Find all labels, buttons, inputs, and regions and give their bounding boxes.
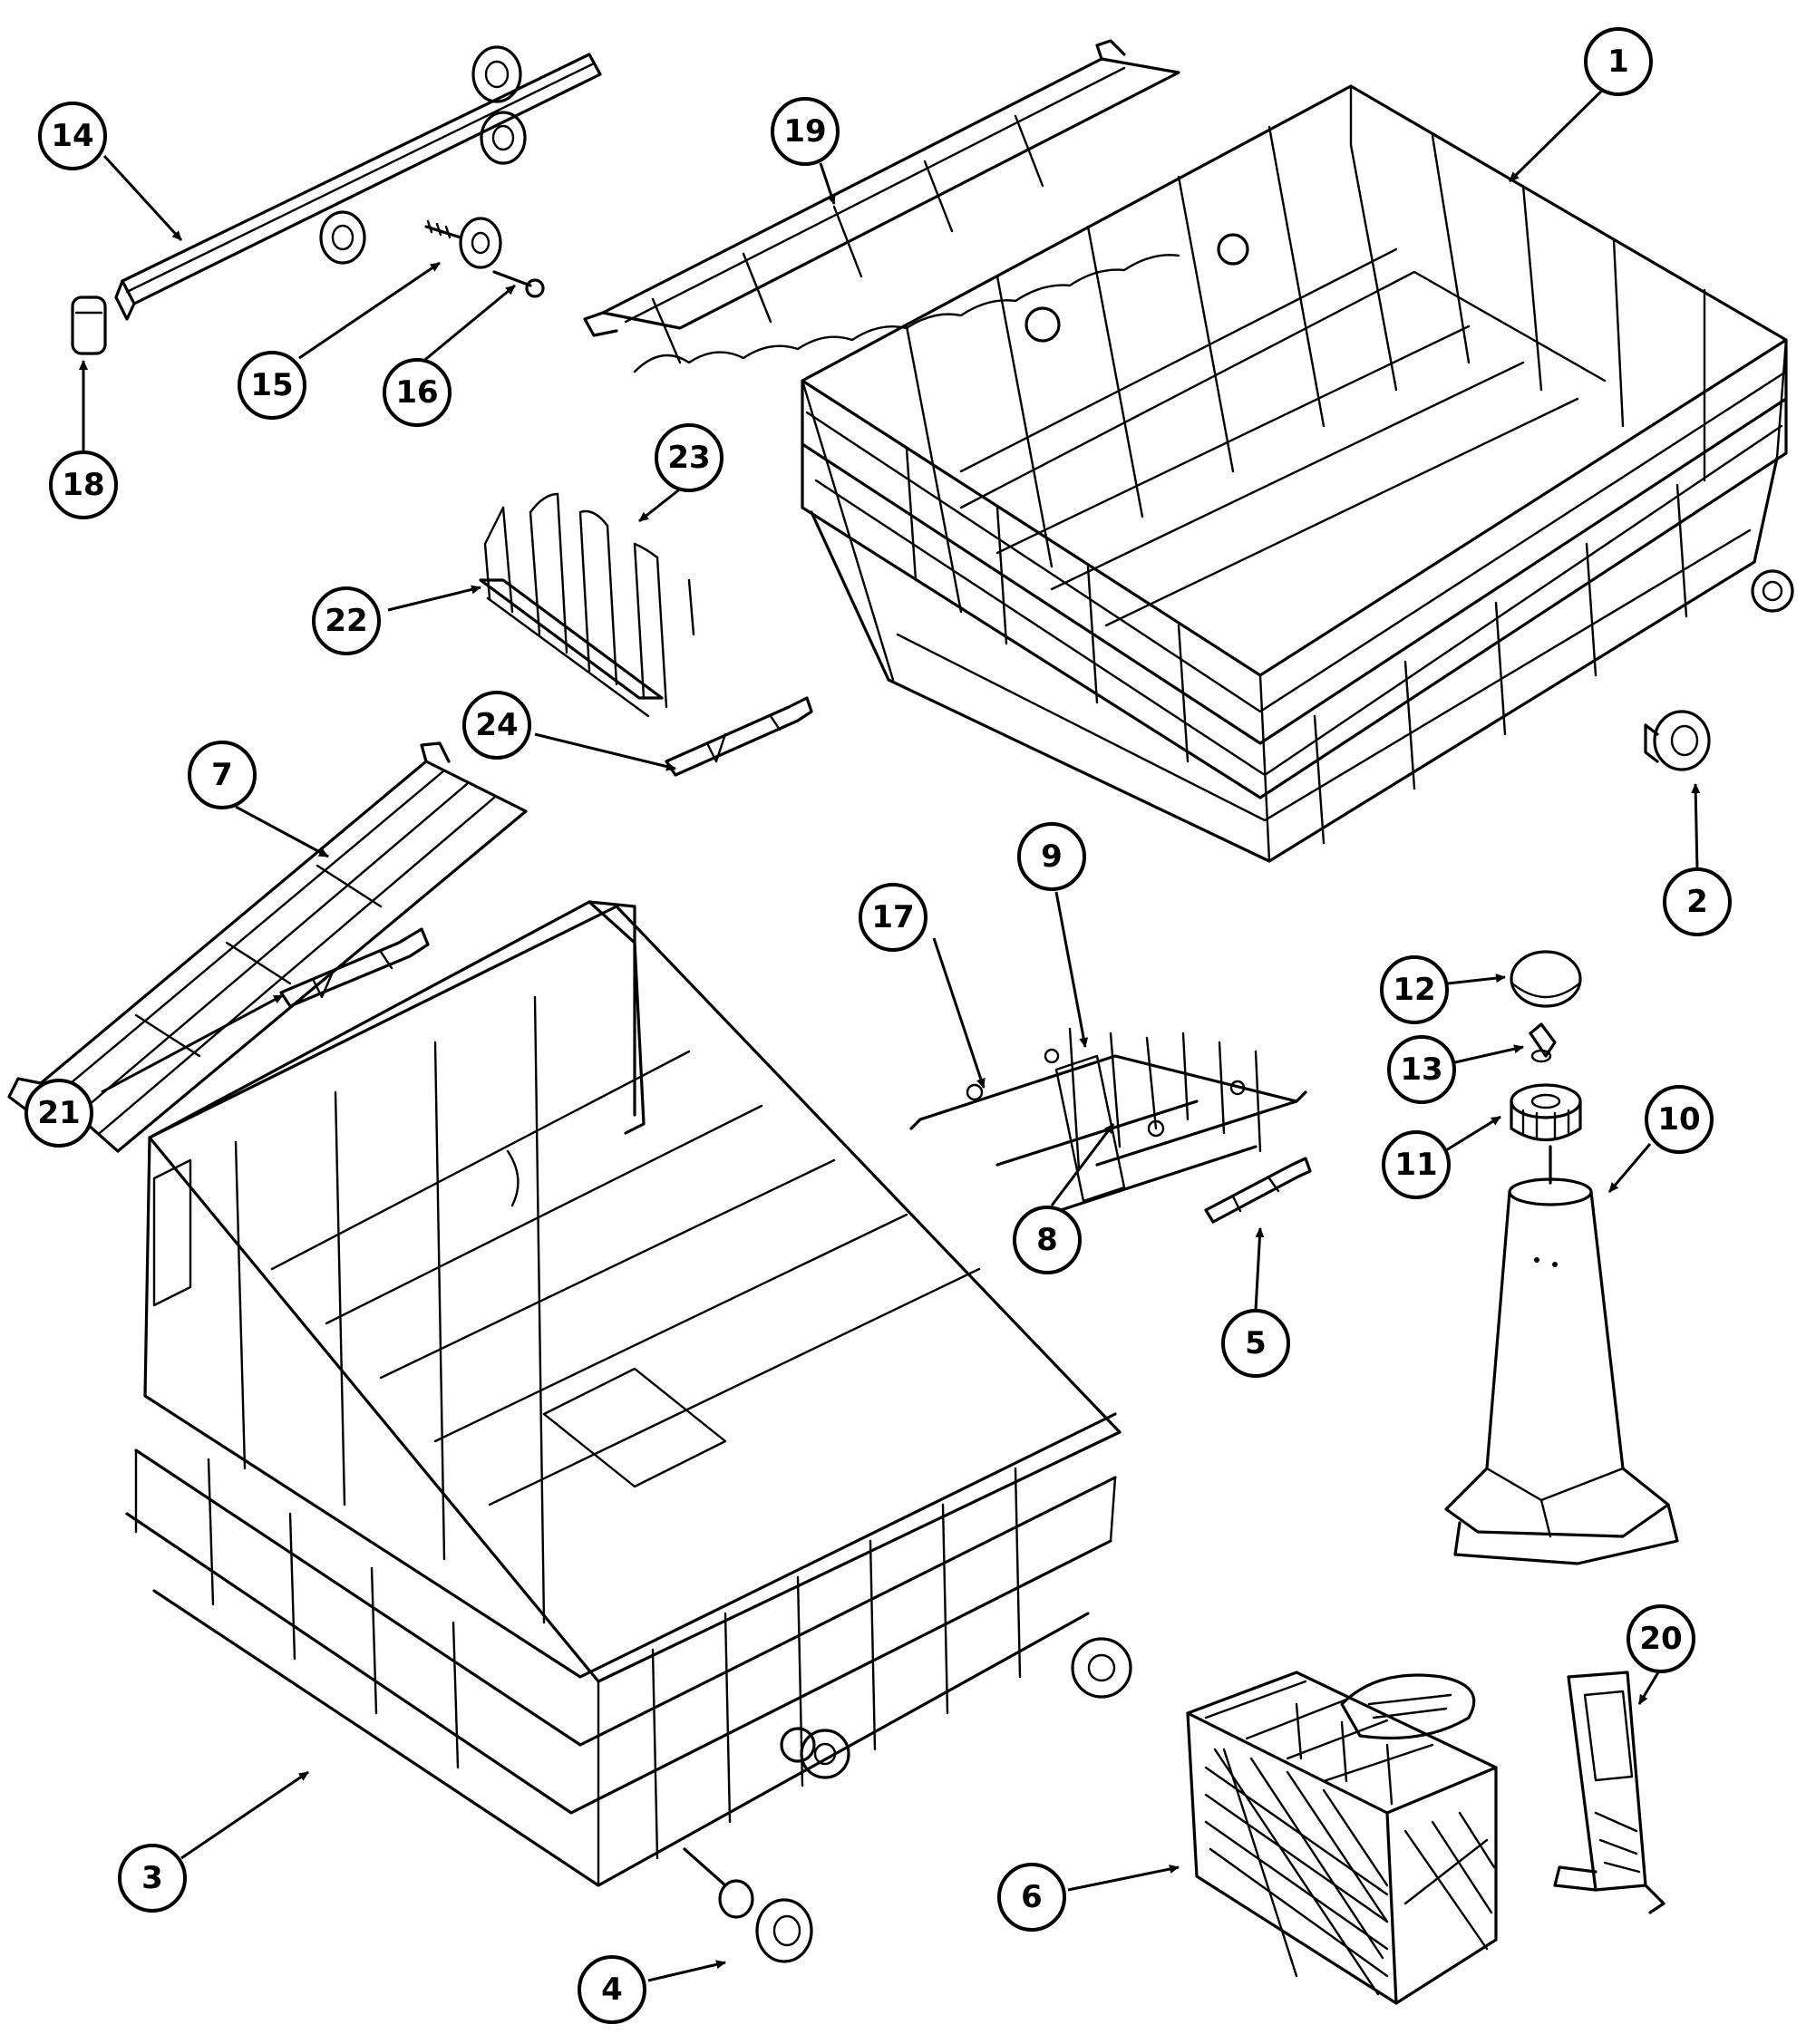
- cap: [1510, 950, 1582, 1008]
- svg-text:11: 11: [1394, 1147, 1437, 1183]
- svg-text:4: 4: [601, 1971, 623, 2008]
- callout-20[interactable]: 20: [1627, 1604, 1695, 1673]
- callout-6[interactable]: 6: [997, 1863, 1066, 1932]
- upper-rack-track: [114, 45, 602, 321]
- tine-clip-small: [1204, 1157, 1312, 1224]
- axle-wheel: [683, 1847, 813, 1963]
- svg-text:13: 13: [1400, 1051, 1442, 1088]
- callout-16[interactable]: 16: [383, 358, 452, 427]
- callout-22[interactable]: 22: [312, 586, 381, 655]
- callout-8[interactable]: 8: [1013, 1206, 1082, 1274]
- callout-11[interactable]: 11: [1382, 1130, 1451, 1199]
- svg-text:19: 19: [783, 113, 826, 150]
- callout-leaders: [79, 82, 1701, 1982]
- basket-lid: [1553, 1671, 1665, 1914]
- silverware-basket: [1186, 1671, 1498, 2005]
- callout-7[interactable]: 7: [188, 741, 257, 809]
- svg-text:7: 7: [211, 757, 233, 793]
- spray-tower: [1444, 1145, 1679, 1565]
- callout-5[interactable]: 5: [1221, 1309, 1290, 1378]
- stud-roller: [424, 217, 502, 269]
- callout-18[interactable]: 18: [49, 450, 118, 519]
- callout-23[interactable]: 23: [655, 423, 723, 492]
- lower-rack-wire-shelf: [7, 741, 528, 1153]
- rack-roller: [1644, 710, 1711, 771]
- nozzle-clip: [1529, 1022, 1557, 1063]
- lower-rack: [125, 900, 1132, 1887]
- callout-13[interactable]: 13: [1387, 1035, 1456, 1104]
- callout-19[interactable]: 19: [771, 97, 840, 166]
- svg-text:8: 8: [1036, 1222, 1058, 1258]
- svg-text:9: 9: [1041, 838, 1063, 875]
- callout-3[interactable]: 3: [118, 1844, 187, 1913]
- nozzle-nut: [1510, 1083, 1582, 1142]
- callout-14[interactable]: 14: [38, 102, 107, 170]
- callout-9[interactable]: 9: [1017, 822, 1086, 891]
- svg-text:14: 14: [51, 118, 93, 154]
- svg-text:24: 24: [475, 707, 518, 743]
- tine-clip: [665, 696, 813, 777]
- svg-text:18: 18: [62, 467, 104, 503]
- shelf-clip: [279, 927, 430, 1008]
- callout-15[interactable]: 15: [238, 351, 306, 420]
- svg-text:3: 3: [141, 1860, 163, 1896]
- callout-17[interactable]: 17: [859, 883, 927, 952]
- callout-24[interactable]: 24: [462, 691, 531, 760]
- svg-text:12: 12: [1393, 972, 1435, 1008]
- screw: [492, 270, 545, 298]
- svg-text:21: 21: [37, 1095, 80, 1131]
- fold-down-tines: [909, 1027, 1307, 1212]
- svg-text:17: 17: [871, 899, 914, 935]
- callout-1[interactable]: 1: [1584, 27, 1653, 96]
- svg-text:15: 15: [250, 367, 293, 403]
- svg-text:20: 20: [1639, 1621, 1682, 1657]
- upper-rack-shelf-wire: [583, 39, 1180, 373]
- callout-10[interactable]: 10: [1645, 1085, 1714, 1154]
- svg-text:2: 2: [1686, 884, 1708, 920]
- svg-text:5: 5: [1245, 1325, 1267, 1361]
- callout-2[interactable]: 2: [1663, 867, 1732, 936]
- svg-text:22: 22: [325, 603, 367, 639]
- svg-text:1: 1: [1607, 44, 1629, 80]
- callout-21[interactable]: 21: [24, 1079, 93, 1148]
- svg-text:6: 6: [1021, 1879, 1043, 1915]
- svg-text:23: 23: [667, 440, 710, 476]
- svg-text:10: 10: [1657, 1101, 1700, 1138]
- callout-12[interactable]: 12: [1380, 955, 1449, 1024]
- upper-rack: [801, 84, 1794, 863]
- callout-4[interactable]: 4: [578, 1955, 646, 2024]
- tine-row: [479, 492, 695, 718]
- svg-text:16: 16: [395, 374, 438, 411]
- track-end-cap: [71, 295, 107, 355]
